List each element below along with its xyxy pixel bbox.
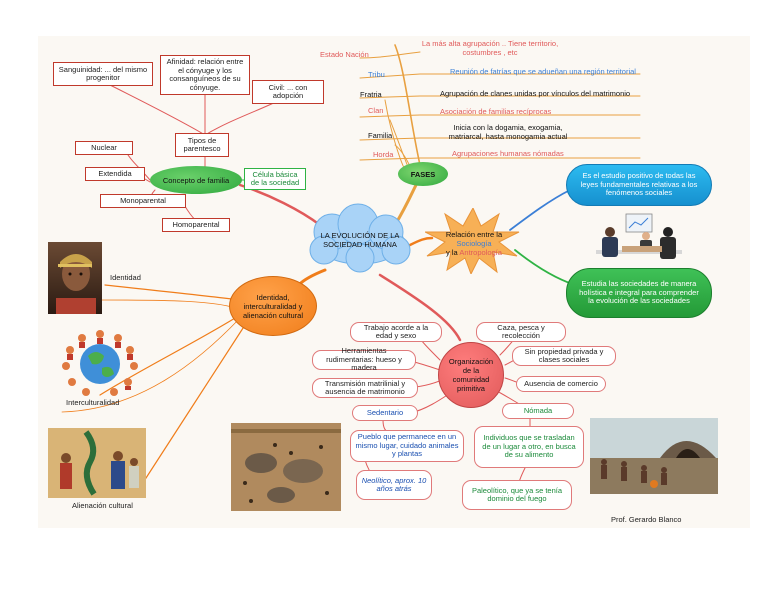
meeting-illustration <box>596 213 682 259</box>
fase-estado-label: Estado Nación <box>320 50 369 59</box>
fase-fratria-desc: Agrupación de clanes unidas por vínculos… <box>440 89 631 98</box>
org-nomada-desc[interactable]: Individuos que se trasladan de un lugar … <box>474 426 584 468</box>
relacion-antropologia: Antropología <box>459 248 502 257</box>
celula-box[interactable]: Célula básica de la sociedad <box>244 168 306 190</box>
fase-estado-desc: La más alta agrupación .. Tiene territor… <box>421 39 559 57</box>
identidad-node[interactable]: Identidad, interculturalidad y alienació… <box>229 276 317 336</box>
fase-clan-desc: Asociación de familias recíprocas <box>440 107 552 116</box>
central-title: LA EVOLUCIÓN DE LA SOCIEDAD HUMANA <box>320 231 400 249</box>
identidad-photo <box>48 242 102 314</box>
interculturalidad-image <box>62 330 138 400</box>
civil-box[interactable]: Civil: ... con adopción <box>252 80 324 104</box>
sedentario-scene <box>231 423 341 511</box>
antropologia-desc[interactable]: Estudia las sociedades de manera holísti… <box>566 268 712 318</box>
relacion-sociologia: Sociología <box>456 239 492 248</box>
organizacion-node[interactable]: Organización de la comunidad primitiva <box>438 342 504 408</box>
org-caza[interactable]: Caza, pesca y recolección <box>476 322 566 342</box>
tipos-parentesco-box[interactable]: Tipos de parentesco <box>175 133 229 157</box>
familia-node[interactable]: Concepto de familia <box>150 166 242 194</box>
fase-tribu-name: Tribu <box>368 70 385 79</box>
org-nomada[interactable]: Nómada <box>502 403 574 419</box>
org-neolitico[interactable]: Neolítico, aprox. 10 años atrás <box>356 470 432 500</box>
relacion-star <box>425 208 520 274</box>
relacion-y-la: y la <box>446 248 458 257</box>
sociologia-desc[interactable]: Es el estudio positivo de todas las leye… <box>566 164 712 206</box>
afinidad-box[interactable]: Afinidad: relación entre el cónyuge y lo… <box>160 55 250 95</box>
sanguinidad-box[interactable]: Sanguinidad: ... del mismo progenitor <box>53 62 153 86</box>
tipo-nuclear[interactable]: Nuclear <box>75 141 133 155</box>
relacion-prefix: Relación entre la <box>445 230 503 239</box>
central-cloud <box>309 203 411 273</box>
org-transmision[interactable]: Transmisión matrilinial y ausencia de ma… <box>312 378 418 398</box>
fase-fratria-name: Fratria <box>360 90 382 99</box>
fase-horda-name: Horda <box>373 150 394 159</box>
org-paleolitico[interactable]: Paleolítico, que ya se tenía dominio del… <box>462 480 572 510</box>
fase-familia-name: Familia <box>368 131 393 140</box>
tipo-homoparental[interactable]: Homoparental <box>162 218 230 232</box>
identidad-label: Identidad <box>110 273 141 282</box>
author-credit: Prof. Gerardo Blanco <box>611 515 682 524</box>
alienacion-label: Alienación cultural <box>72 501 133 510</box>
fase-familia-desc: Inicia con la dogamia, exogamia, matriar… <box>448 123 568 141</box>
fase-clan-name: Clan <box>368 106 384 115</box>
nomada-scene <box>590 418 718 494</box>
org-sedentario[interactable]: Sedentario <box>352 405 418 421</box>
org-trabajo[interactable]: Trabajo acorde a la edad y sexo <box>350 322 442 342</box>
familia-node-label: Concepto de familia <box>162 175 230 185</box>
org-comercio[interactable]: Ausencia de comercio <box>516 376 606 392</box>
org-sedentario-desc[interactable]: Pueblo que permanece en un mismo lugar, … <box>350 430 464 462</box>
alienacion-painting <box>48 428 146 498</box>
tipo-monoparental[interactable]: Monoparental <box>100 194 186 208</box>
relacion-node[interactable]: Relación entre la Sociología y la Antrop… <box>428 230 520 257</box>
interculturalidad-label: Interculturalidad <box>66 398 120 407</box>
org-propiedad[interactable]: Sin propiedad privada y clases sociales <box>512 346 616 366</box>
tipo-extendida[interactable]: Extendida <box>85 167 145 181</box>
org-herramientas[interactable]: Herramientas rudimentarias: hueso y made… <box>312 347 416 372</box>
fases-node[interactable]: FASES <box>398 162 448 186</box>
fase-horda-desc: Agrupaciones humanas nómadas <box>452 149 564 158</box>
fase-tribu-desc: Reunión de fatrías que se adueñan una re… <box>450 67 636 76</box>
